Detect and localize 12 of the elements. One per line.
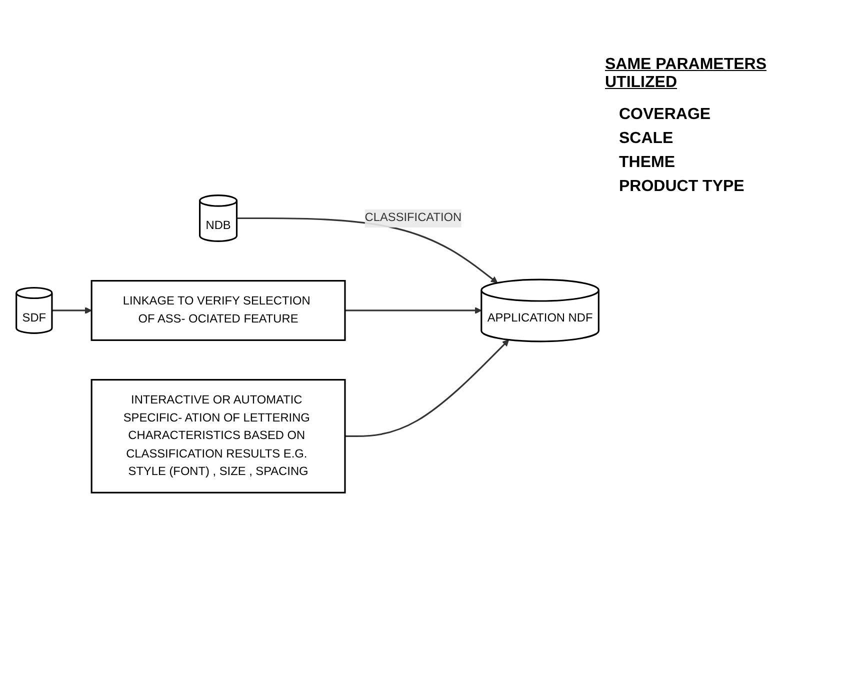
arrow bbox=[344, 338, 510, 436]
arrow bbox=[344, 306, 482, 314]
edge-label: CLASSIFICATION bbox=[364, 210, 462, 224]
heading-text: SAME PARAMETERS UTILIZED bbox=[605, 56, 768, 92]
node-box: INTERACTIVE OR AUTOMATIC SPECIFIC- ATION OF LETTERING CHARACTERISTICS BASED ON CLASSIFICATION RESULTS E.G. STYLE (FONT) , SIZE , SPACING bbox=[90, 378, 346, 493]
arrow bbox=[236, 216, 498, 283]
parameter-text: PRODUCT TYPE bbox=[619, 178, 746, 196]
parameter-text: SCALE bbox=[619, 130, 674, 148]
parameter-text: COVERAGE bbox=[619, 106, 712, 124]
arrow bbox=[52, 306, 92, 314]
node-box: LINKAGE TO VERIFY SELECTION OF ASS- OCIATED FEATURE bbox=[90, 280, 346, 340]
parameter-text: THEME bbox=[619, 154, 676, 172]
